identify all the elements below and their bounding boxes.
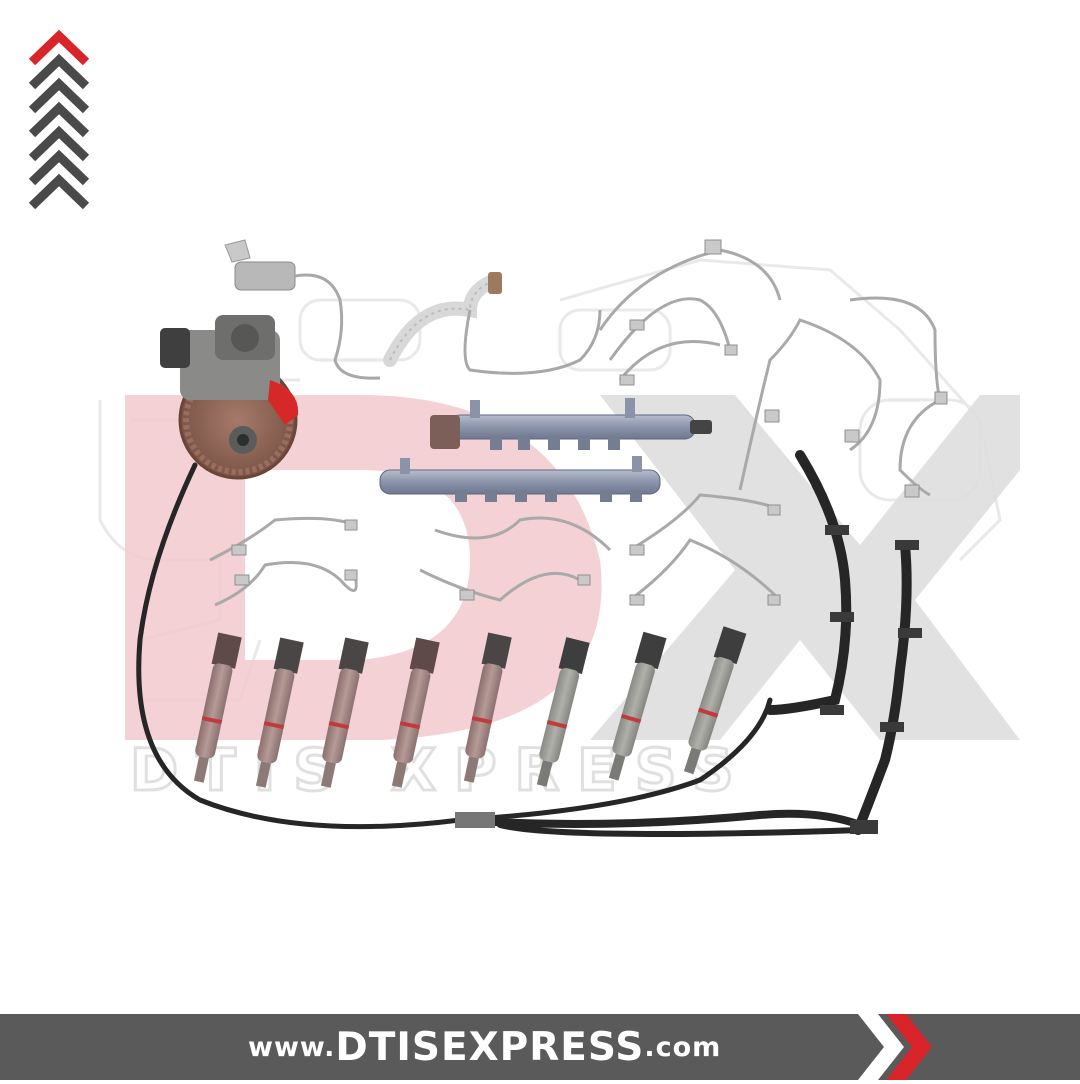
stacked-chevrons-up-icon	[28, 29, 90, 210]
injector	[463, 632, 512, 783]
website-url[interactable]: www. DTISEXPRESS .com	[248, 1018, 848, 1076]
url-prefix: www.	[248, 1031, 336, 1063]
fuel-rail-lower	[379, 456, 661, 502]
insulated-fuel-line	[383, 272, 602, 375]
url-domain: DTISEXPRESS	[335, 1024, 645, 1070]
return-line-clips	[455, 525, 922, 834]
fuel-rail-upper	[430, 398, 712, 450]
injector	[608, 631, 667, 781]
watermark-text: DTIS XPRESS	[130, 736, 752, 804]
url-suffix: .com	[644, 1031, 722, 1063]
pressure-regulator	[224, 239, 381, 380]
fuel-pump	[160, 315, 299, 480]
injector	[320, 637, 369, 788]
injector	[536, 637, 590, 787]
double-chevron-right-icon	[858, 1014, 932, 1080]
injector	[255, 637, 304, 788]
return-lines	[136, 450, 912, 837]
line-fittings	[231, 239, 948, 606]
injector	[193, 632, 242, 783]
injector	[683, 626, 747, 775]
injectors	[193, 626, 747, 788]
injector	[391, 637, 440, 788]
